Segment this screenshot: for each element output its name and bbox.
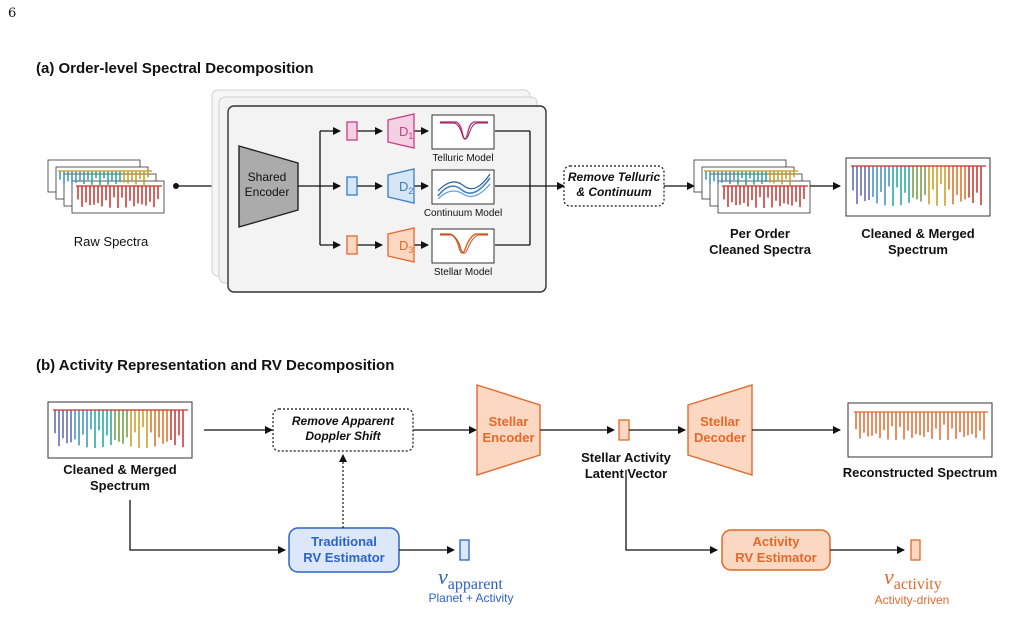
v-apparent-vector xyxy=(459,539,470,561)
activity-driven-label: Activity-driven xyxy=(874,593,950,607)
decoder-d2 xyxy=(387,168,415,204)
reconstructed-spectrum-lines xyxy=(854,411,988,440)
arrow-input-to-trad-rv xyxy=(129,500,286,554)
v-activity-symbol: vactivity xyxy=(884,564,942,593)
remove-telluric-label: Remove Telluric& Continuum xyxy=(567,170,661,199)
telluric-model-label: Telluric Model xyxy=(432,153,494,164)
continuum-model-box xyxy=(431,169,495,205)
reconstructed-spectrum-label: Reconstructed Spectrum xyxy=(842,465,998,480)
section-b-title: (b) Activity Representation and RV Decom… xyxy=(36,357,395,374)
per-order-spectra-stack xyxy=(693,159,811,214)
raw-spectra-back-lines xyxy=(58,170,152,185)
telluric-model-box xyxy=(431,114,495,150)
v-activity-vector xyxy=(910,539,921,561)
continuum-model-label: Continuum Model xyxy=(423,208,503,219)
page-number: 6 xyxy=(8,6,17,21)
planet-activity-label: Planet + Activity xyxy=(428,591,514,605)
decoder-d3-label: D3 xyxy=(399,238,413,255)
section-a-title: (a) Order-level Spectral Decomposition xyxy=(36,60,314,77)
raw-spectra-label: Raw Spectra xyxy=(73,234,149,249)
decoder-d1 xyxy=(387,113,415,149)
shared-encoder-shape xyxy=(238,145,299,228)
merged-spectrum-lines xyxy=(851,165,986,206)
raw-spectra-stack xyxy=(47,159,165,214)
decoder-d3 xyxy=(387,227,415,263)
telluric-latent-vector xyxy=(346,121,358,141)
merged-spectrum-box xyxy=(845,157,991,217)
continuum-curve-1 xyxy=(437,177,491,197)
stellar-encoder-shape xyxy=(476,384,541,476)
v-apparent-symbol: vapparent xyxy=(438,564,503,593)
stellar-decoder-shape xyxy=(687,384,753,476)
input-merged-spectrum-box xyxy=(47,401,193,459)
decoder-d2-label: D2 xyxy=(399,179,413,196)
stellar-model-label: Stellar Model xyxy=(433,267,493,278)
input-spectrum-lines xyxy=(53,409,188,448)
stellar-activity-latent-vector xyxy=(618,419,630,441)
panel-connectors xyxy=(298,127,565,249)
decoder-d1-label: D1 xyxy=(399,124,413,141)
raw-spectrum-lines xyxy=(76,185,162,208)
arrow-latent-to-activity-rv xyxy=(625,470,718,554)
remove-telluric-box xyxy=(563,165,665,207)
stellar-latent-vector xyxy=(346,235,358,255)
continuum-latent-vector xyxy=(346,176,358,196)
